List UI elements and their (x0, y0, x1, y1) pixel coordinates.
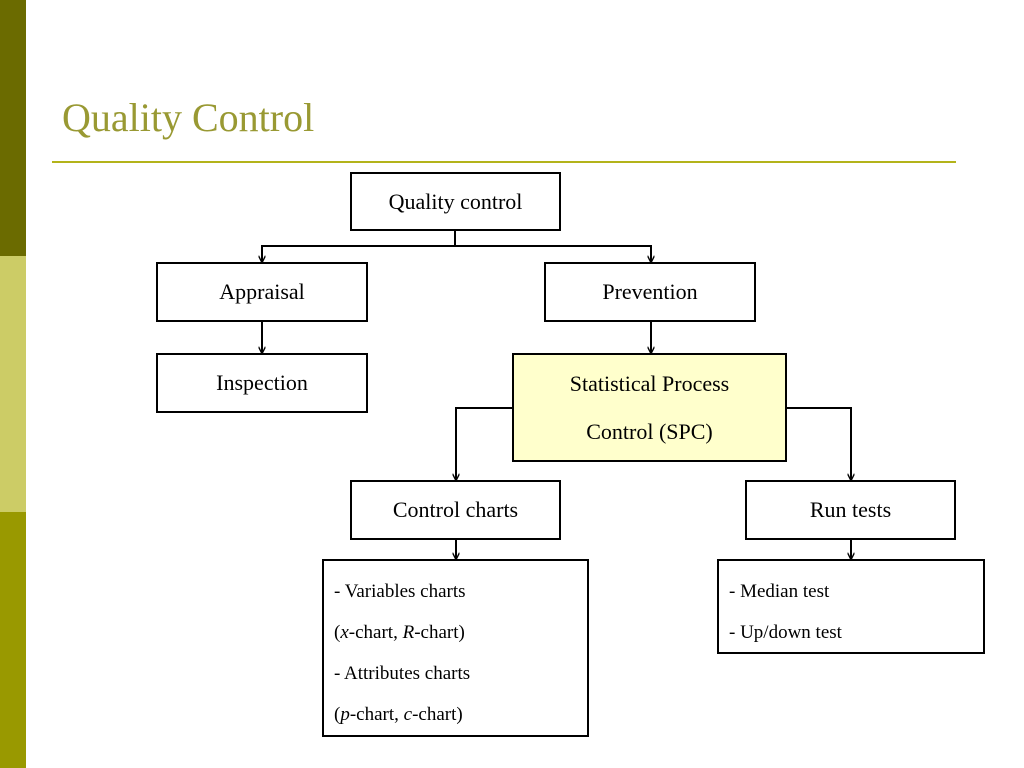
node-inspection: Inspection (156, 353, 368, 413)
node-inspection-label: Inspection (216, 370, 308, 395)
chart-separator: -chart, (348, 622, 403, 643)
list-item-updown-test: - Up/down test (729, 622, 842, 643)
paren-open: ( (334, 704, 341, 725)
x-symbol: x (340, 622, 349, 643)
list-item-variables-examples: (x-chart, R-chart) (334, 612, 587, 653)
list-item-attributes-examples: (p-chart, c-chart) (334, 694, 587, 735)
decor-band-bottom (0, 512, 26, 768)
node-appraisal-label: Appraisal (219, 279, 305, 304)
decor-band-top (0, 0, 26, 256)
node-quality-control-label: Quality control (388, 188, 523, 214)
node-run-tests-label: Run tests (809, 497, 892, 522)
node-control-charts-label: Control charts (392, 497, 519, 522)
node-run-tests: Run tests (745, 480, 956, 540)
node-control-charts: Control charts (350, 480, 561, 540)
slide-title: Quality Control (62, 95, 315, 140)
list-item-attributes: - Attributes charts (334, 663, 471, 684)
chart-suffix: -chart) (414, 622, 465, 643)
node-spc-label-line1: Statistical Process (569, 370, 730, 396)
control-charts-list: - Variables charts (x-chart, R-chart) - … (322, 559, 589, 737)
chart-suffix: -chart) (412, 704, 463, 725)
paren-open: ( (334, 622, 341, 643)
arrow-spc-to-run-tests (786, 407, 851, 480)
run-tests-list: - Median test - Up/down test (717, 559, 985, 654)
c-symbol: c (403, 704, 413, 725)
arrow-root-to-appraisal (262, 230, 456, 262)
node-prevention: Prevention (544, 262, 756, 322)
r-symbol: R (402, 622, 415, 643)
list-item-median-test: - Median test (729, 581, 830, 602)
arrow-spc-to-control-charts (456, 407, 513, 480)
node-appraisal: Appraisal (156, 262, 368, 322)
list-item-variables: - Variables charts (334, 581, 466, 602)
p-symbol: p (340, 704, 350, 725)
chart-separator: -chart, (349, 704, 404, 725)
node-spc-label-line2: Control (SPC) (586, 418, 713, 444)
node-spc: Statistical Process Control (SPC) (512, 353, 787, 462)
node-prevention-label: Prevention (602, 279, 698, 304)
title-divider (52, 161, 956, 163)
decor-band-middle (0, 256, 26, 512)
node-quality-control: Quality control (350, 172, 561, 231)
arrow-root-to-prevention (455, 245, 651, 262)
